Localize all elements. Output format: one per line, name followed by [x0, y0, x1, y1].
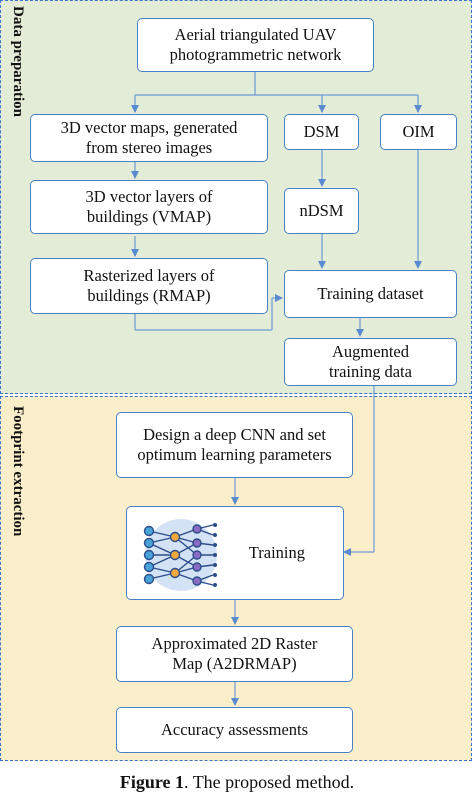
dsm-box: DSM	[284, 114, 359, 150]
caption-text: . The proposed method.	[184, 772, 355, 792]
ndsm-box: nDSM	[284, 188, 359, 234]
neural-network-icon	[143, 519, 217, 591]
oim-box: OIM	[380, 114, 457, 150]
augmented-data-box: Augmented training data	[284, 338, 457, 386]
caption-label: Figure 1	[119, 772, 185, 792]
approximated-map-box: Approximated 2D Raster Map (A2DRMAP)	[116, 626, 353, 682]
training-dataset-box: Training dataset	[284, 270, 457, 318]
design-cnn-box: Design a deep CNN and set optimum learni…	[116, 412, 353, 478]
vector-maps-box: 3D vector maps, generated from stereo im…	[30, 114, 268, 162]
vector-layers-box: 3D vector layers of buildings (VMAP)	[30, 180, 268, 234]
training-box: Training	[126, 506, 344, 600]
training-label: Training	[248, 543, 305, 562]
rasterized-layers-box: Rasterized layers of buildings (RMAP)	[30, 258, 268, 314]
accuracy-assessments-box: Accuracy assessments	[116, 707, 353, 753]
aerial-network-box: Aerial triangulated UAV photogrammetric …	[137, 18, 374, 72]
figure-caption: Figure 1. The proposed method.	[0, 772, 474, 793]
